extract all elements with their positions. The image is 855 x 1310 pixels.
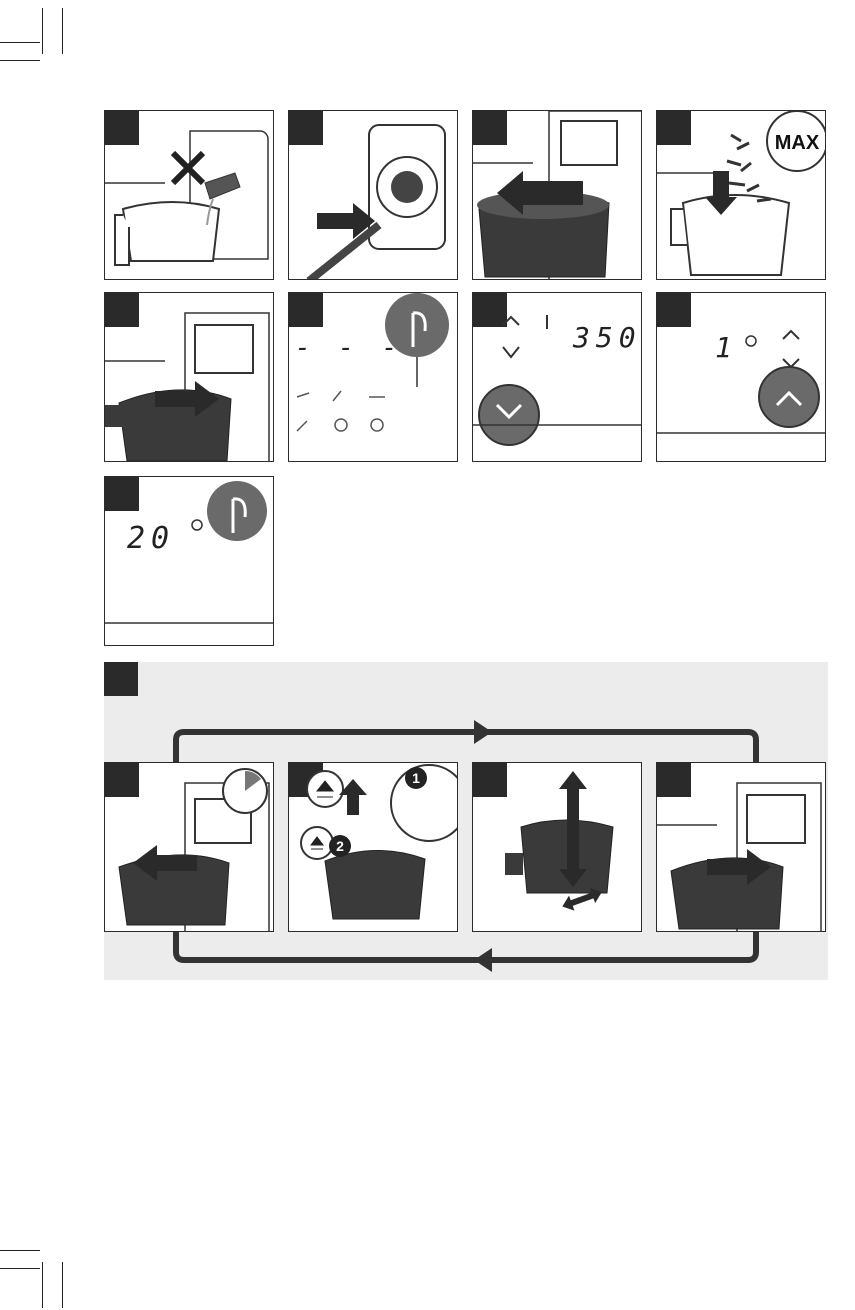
step-panel-fill-max: MAX [656,110,826,280]
crop-mark [62,8,63,54]
steak-icon [297,393,309,397]
shake-panel-detach: 1 2 [288,762,458,932]
chevron-down-icon [503,347,519,357]
shake-panel-reinsert [656,762,826,932]
mushroom-icon [335,419,347,431]
drumstick-icon [333,391,341,401]
chevron-up-icon [783,331,799,339]
timer-dial-icon [371,419,383,431]
step-panel-remove-basket [472,110,642,280]
crop-mark [0,1250,40,1251]
step-panel-power-on: - - - [288,292,458,462]
step-panel-no-oil [104,110,274,280]
shake-panel-shake [472,762,642,932]
chevron-up-icon [503,317,519,325]
step-panel-plug-in [288,110,458,280]
step-panel-insert-basket [104,292,274,462]
crop-mark [0,60,40,61]
power-plug-icon [289,111,458,280]
shake-panel-remove [104,762,274,932]
crop-mark [42,1262,43,1308]
step-badge-one: 1 [405,767,427,789]
clock-icon [746,336,756,346]
crop-mark [62,1262,63,1308]
play-pause-power-icon [207,481,267,541]
crop-mark [0,1268,40,1269]
crop-mark [0,42,40,43]
mushroom-icon [297,421,307,431]
step-panel-temperature: 350 [472,292,642,462]
step-panel-start: 20 [104,476,274,646]
play-pause-power-icon [385,293,449,357]
clock-icon [192,520,202,530]
crop-mark [42,8,43,54]
max-label: MAX [775,132,820,154]
step-badge-two: 2 [329,835,351,857]
chevron-down-icon [783,359,799,367]
step-panel-set-time: 1 [656,292,826,462]
